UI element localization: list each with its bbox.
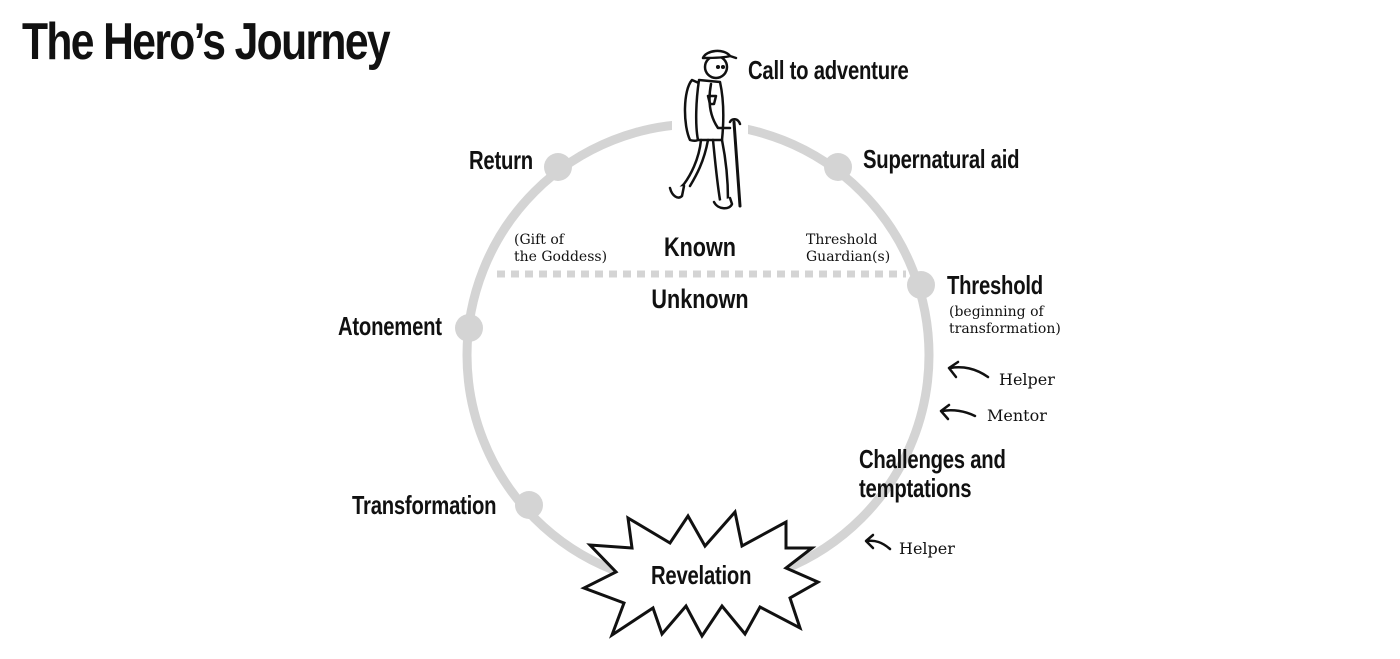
helper-label: Helper: [999, 370, 1055, 389]
node-threshold: [907, 271, 935, 299]
stage-challenges-and-temptations: Challenges and temptations: [859, 445, 1006, 503]
region-known: Known: [636, 232, 764, 263]
stage-atonement: Atonement: [338, 311, 442, 342]
node-atonement: [455, 314, 483, 342]
stage-call-to-adventure: Call to adventure: [748, 55, 909, 86]
region-unknown: Unknown: [636, 284, 764, 315]
arrow-icon: [941, 405, 975, 419]
threshold-guardians-note: Threshold Guardian(s): [806, 232, 890, 266]
arrow-icon: [949, 362, 988, 377]
arrow-icon: [866, 535, 890, 549]
node-transformation: [515, 491, 543, 519]
stage-revelation: Revelation: [651, 560, 751, 591]
helper-label: Helper: [899, 539, 955, 558]
mentor-label: Mentor: [987, 406, 1047, 425]
gift-of-the-goddess-note: (Gift of the Goddess): [514, 232, 607, 266]
node-return: [544, 153, 572, 181]
stage-transformation: Transformation: [352, 490, 496, 521]
threshold-note: (beginning of transformation): [949, 304, 1061, 338]
node-supernatural-aid: [824, 153, 852, 181]
stage-supernatural-aid: Supernatural aid: [863, 144, 1019, 175]
stage-return: Return: [469, 145, 533, 176]
page-title: The Hero’s Journey: [22, 12, 389, 72]
stage-threshold: Threshold: [947, 270, 1043, 301]
